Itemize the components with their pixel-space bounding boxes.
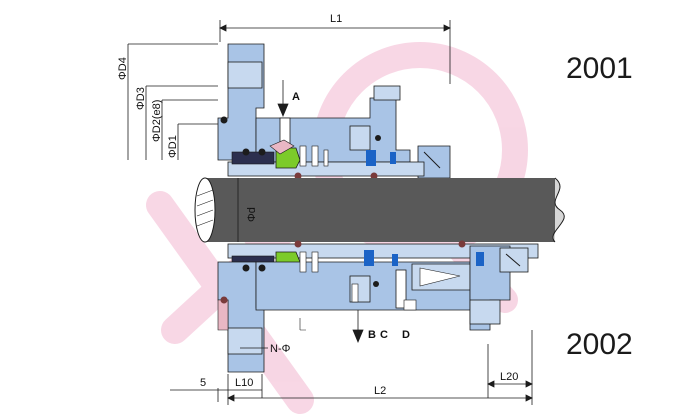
seal-lower-half — [217, 240, 539, 373]
callout-A: A — [292, 91, 300, 103]
dim-L10: L10 — [235, 377, 253, 389]
labels: L1 L2 L10 L20 5 ΦD4 ΦD3 ΦD2(e8) ΦD1 Φd A… — [117, 13, 633, 397]
dim-D3: ΦD3 — [135, 87, 147, 110]
model-2002: 2002 — [566, 328, 633, 361]
dim-D2: ΦD2(e8) — [151, 100, 163, 142]
dim-L1: L1 — [330, 13, 342, 25]
seal-upper-half — [217, 43, 451, 180]
dim-D1: ΦD1 — [167, 135, 179, 158]
callout-B: B — [368, 329, 376, 341]
dim-d: Φd — [246, 207, 258, 222]
dim-L20: L20 — [500, 371, 518, 383]
model-2001: 2001 — [566, 52, 633, 85]
callout-D: D — [402, 329, 410, 341]
dim-5: 5 — [200, 377, 206, 389]
dim-D4: ΦD4 — [117, 57, 129, 80]
callout-C: C — [380, 329, 388, 341]
shaft — [194, 177, 565, 243]
dimension-lines — [127, 20, 533, 405]
callout-N-phi: N-Φ — [270, 343, 291, 355]
dim-L2: L2 — [374, 385, 386, 397]
